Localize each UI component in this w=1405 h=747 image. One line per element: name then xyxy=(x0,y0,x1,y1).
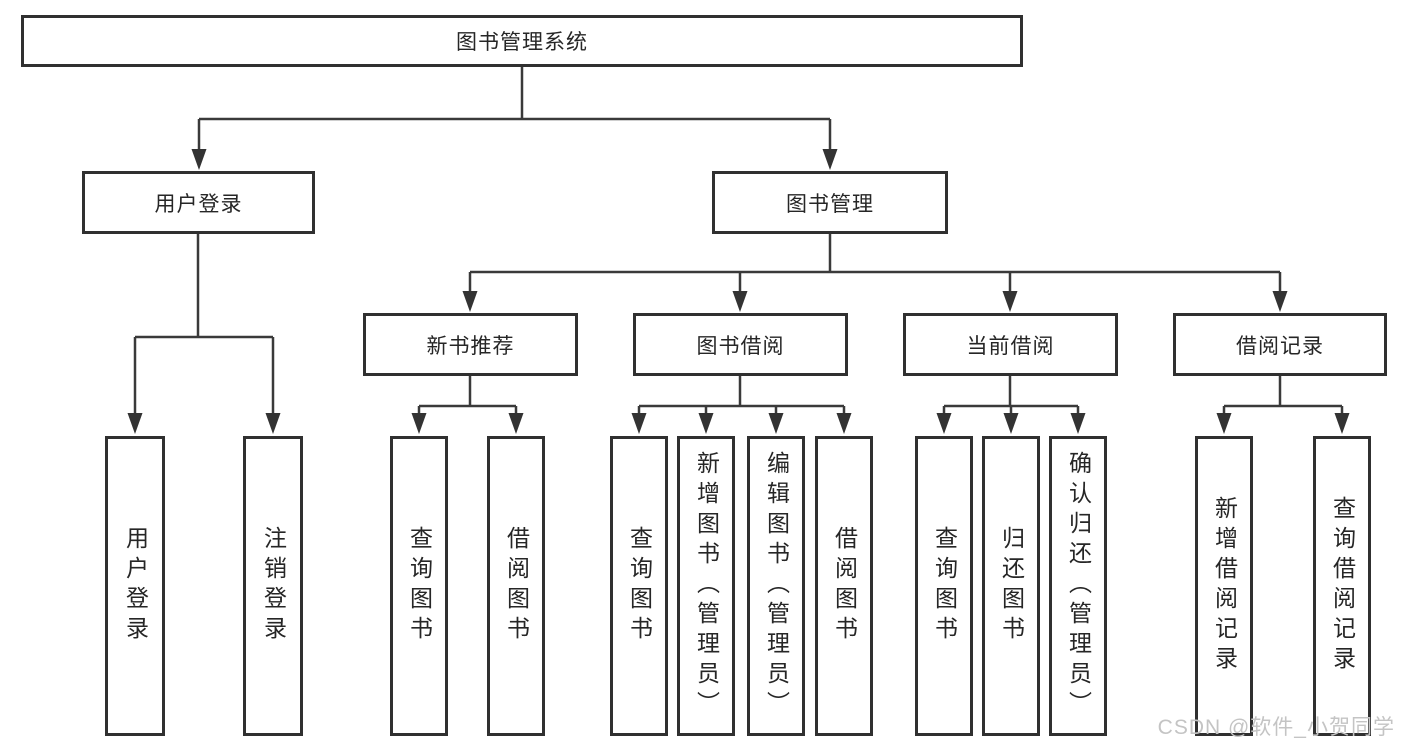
leaf-logout-label: 注销登录 xyxy=(260,526,287,646)
leaf-cb-confirm-return-admin-label: 确认归还（管理员） xyxy=(1065,451,1092,721)
watermark: CSDN @软件_小贺同学 xyxy=(1157,716,1395,739)
leaf-bb-add-books-admin-label: 新增图书（管理员） xyxy=(693,451,720,721)
node-book-borrowing: 图书借阅 xyxy=(633,313,848,376)
leaf-cb-query-books-label: 查询图书 xyxy=(931,526,958,646)
leaf-nb-borrow-books-label: 借阅图书 xyxy=(503,526,530,646)
leaf-bb-query-books-label: 查询图书 xyxy=(626,526,653,646)
leaf-bb-borrow-books: 借阅图书 xyxy=(815,436,873,736)
leaf-bb-borrow-books-label: 借阅图书 xyxy=(831,526,858,646)
leaf-br-query-record-label: 查询借阅记录 xyxy=(1329,496,1356,676)
node-book-borrowing-label: 图书借阅 xyxy=(696,334,785,358)
node-new-book-recommend-label: 新书推荐 xyxy=(426,334,515,358)
arrowhead-icons xyxy=(127,149,1350,434)
leaf-nb-borrow-books: 借阅图书 xyxy=(487,436,545,736)
node-current-borrowing: 当前借阅 xyxy=(903,313,1118,376)
node-new-book-recommend: 新书推荐 xyxy=(363,313,578,376)
node-user-login-label: 用户登录 xyxy=(154,192,243,216)
node-root: 图书管理系统 xyxy=(21,15,1023,67)
leaf-user-login-label: 用户登录 xyxy=(122,526,149,646)
node-book-management-label: 图书管理 xyxy=(786,192,874,216)
leaf-cb-query-books: 查询图书 xyxy=(915,436,973,736)
leaf-cb-confirm-return-admin: 确认归还（管理员） xyxy=(1049,436,1107,736)
node-borrowing-records-label: 借阅记录 xyxy=(1236,334,1324,358)
leaf-bb-edit-books-admin-label: 编辑图书（管理员） xyxy=(763,451,790,721)
leaf-cb-return-books-label: 归还图书 xyxy=(998,526,1025,646)
leaf-bb-add-books-admin: 新增图书（管理员） xyxy=(677,436,735,736)
leaf-bb-query-books: 查询图书 xyxy=(610,436,668,736)
leaf-br-query-record: 查询借阅记录 xyxy=(1313,436,1371,736)
node-current-borrowing-label: 当前借阅 xyxy=(966,334,1055,358)
leaf-br-add-record-label: 新增借阅记录 xyxy=(1211,496,1238,676)
leaf-logout: 注销登录 xyxy=(243,436,303,736)
node-user-login: 用户登录 xyxy=(82,171,315,234)
node-root-label: 图书管理系统 xyxy=(456,31,588,54)
leaf-user-login: 用户登录 xyxy=(105,436,165,736)
leaf-bb-edit-books-admin: 编辑图书（管理员） xyxy=(747,436,805,736)
leaf-cb-return-books: 归还图书 xyxy=(982,436,1040,736)
node-book-management: 图书管理 xyxy=(712,171,948,234)
leaf-br-add-record: 新增借阅记录 xyxy=(1195,436,1253,736)
leaf-nb-query-books: 查询图书 xyxy=(390,436,448,736)
node-borrowing-records: 借阅记录 xyxy=(1173,313,1387,376)
leaf-nb-query-books-label: 查询图书 xyxy=(406,526,433,646)
